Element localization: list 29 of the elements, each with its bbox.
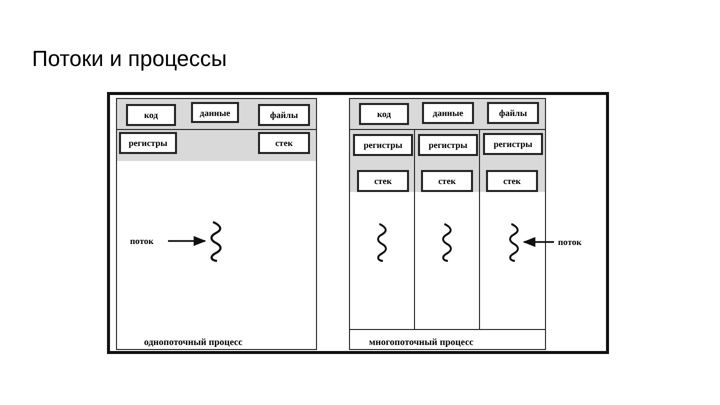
thread-squiggle [507,222,521,262]
segment-box: регистры [483,133,543,155]
thread-squiggle [208,220,224,262]
thread-label: поток [130,236,164,248]
segment-box: код [359,103,409,125]
frame-border [107,92,609,354]
slide-title: Потоки и процессы [32,46,227,72]
segment-box: регистры [418,134,478,156]
thread-label: поток [558,237,592,249]
thread-column [479,129,546,330]
thread-column [349,129,415,330]
segment-box: файлы [258,104,310,126]
segment-box: данные [422,102,474,124]
segment-box: данные [191,102,239,123]
panel-caption: многопоточный процесс [369,338,474,348]
segment-box: стек [357,170,409,192]
thread-squiggle [440,222,454,262]
segment-box: регистры [353,134,413,156]
segment-box: регистры [119,132,177,154]
arrow [168,236,206,246]
segment-box: стек [258,132,310,154]
segment-box: стек [486,170,538,192]
segment-box: файлы [487,102,539,124]
segment-box: стек [421,170,473,192]
thread-column [414,129,480,330]
segment-box: код [126,104,176,126]
panel-caption: однопоточный процесс [144,338,242,348]
arrow [522,236,554,248]
thread-squiggle [375,222,389,262]
